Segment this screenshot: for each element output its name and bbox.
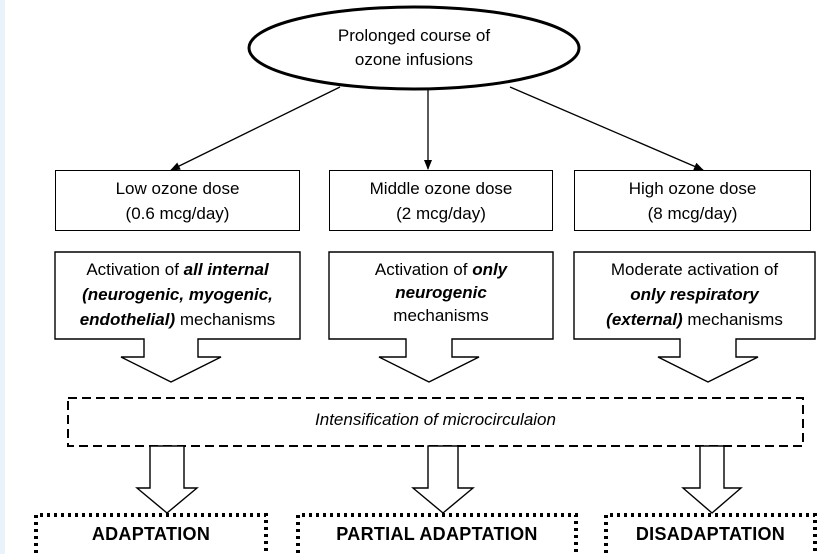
mechanism-low-line-1: Activation of all internal — [86, 260, 269, 279]
mechanism-middle-line-2: neurogenic — [395, 283, 487, 302]
top-title: Prolonged course of ozone infusions — [279, 24, 549, 72]
outcome-box-disadaptation — [604, 513, 817, 554]
mechanism-high-line-3: (external) mechanisms — [606, 310, 783, 329]
top-title-line-2: ozone infusions — [354, 50, 474, 69]
microcirculation-text: Intensification of microcirculaion — [315, 410, 556, 429]
mechanism-low-line-3: endothelial) mechanisms — [79, 310, 276, 329]
dose-high-label: High ozone dose — [628, 179, 757, 198]
outcome-disadaptation: DISADAPTATION — [635, 524, 786, 544]
block-arrow-right — [681, 445, 743, 514]
outcome-box-adaptation — [34, 513, 268, 554]
arrow-to-high-dose — [509, 86, 704, 171]
dose-low-amount: (0.6 mcg/day) — [125, 204, 230, 223]
mechanism-low-line-2: (neurogenic, myogenic, — [82, 285, 273, 304]
mechanism-high-line-1: Moderate activation of — [610, 260, 779, 279]
outcome-adaptation: ADAPTATION — [91, 524, 211, 544]
callout-low-mechanisms — [54, 251, 301, 383]
mechanism-high-line-2: only respiratory — [630, 285, 759, 304]
dose-middle-label: Middle ozone dose — [369, 179, 513, 198]
callout-middle-mechanisms — [328, 251, 554, 383]
outcome-partial-adaptation: PARTIAL ADAPTATION — [336, 524, 538, 544]
top-ellipse — [247, 5, 581, 91]
dose-box-middle: Middle ozone dose (2 mcg/day) — [329, 170, 553, 231]
arrow-to-low-dose — [170, 86, 341, 171]
top-title-line-1: Prolonged course of — [337, 26, 491, 45]
left-edge-strip — [0, 0, 5, 554]
dose-box-high: High ozone dose (8 mcg/day) — [574, 170, 811, 231]
block-arrow-left — [135, 445, 199, 514]
mechanism-middle-line-1: Activation of only — [374, 260, 508, 279]
mechanism-middle-line-3: mechanisms — [393, 306, 489, 325]
callout-high-mechanisms — [573, 251, 816, 383]
block-arrow-middle — [411, 445, 475, 514]
dose-high-amount: (8 mcg/day) — [647, 204, 738, 223]
outcome-box-partial-adaptation — [296, 513, 578, 554]
dose-low-label: Low ozone dose — [115, 179, 240, 198]
dose-box-low: Low ozone dose (0.6 mcg/day) — [55, 170, 300, 231]
dose-middle-amount: (2 mcg/day) — [396, 204, 486, 223]
